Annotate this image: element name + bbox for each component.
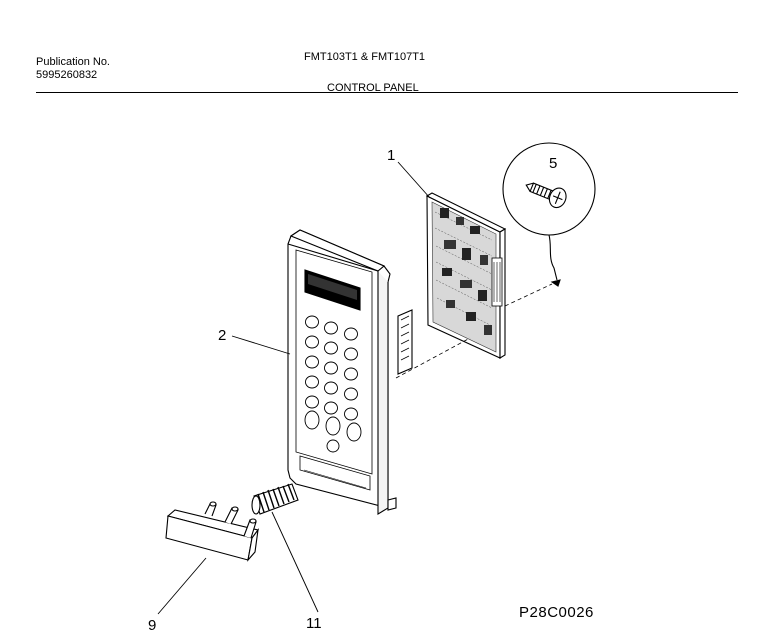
callout-11: 11 [306, 615, 322, 632]
section-title: CONTROL PANEL [327, 82, 419, 94]
part-control-board [397, 192, 507, 375]
part-spring [251, 483, 299, 515]
publication-number: 5995260832 [36, 69, 98, 81]
part-screw-detail [502, 142, 596, 287]
callout-1: 1 [387, 147, 395, 164]
header-rule [36, 92, 738, 93]
callout-9: 9 [148, 617, 156, 634]
callout-2: 2 [218, 327, 226, 344]
model-title: FMT103T1 & FMT107T1 [304, 51, 426, 63]
callout-5: 5 [549, 155, 557, 172]
publication-label: Publication No. [36, 56, 110, 68]
part-control-panel [287, 229, 397, 515]
part-release-button [165, 501, 259, 562]
leader-lines [157, 161, 431, 615]
assembly-lines [395, 283, 553, 379]
diagram-code: P28C0026 [519, 604, 594, 621]
